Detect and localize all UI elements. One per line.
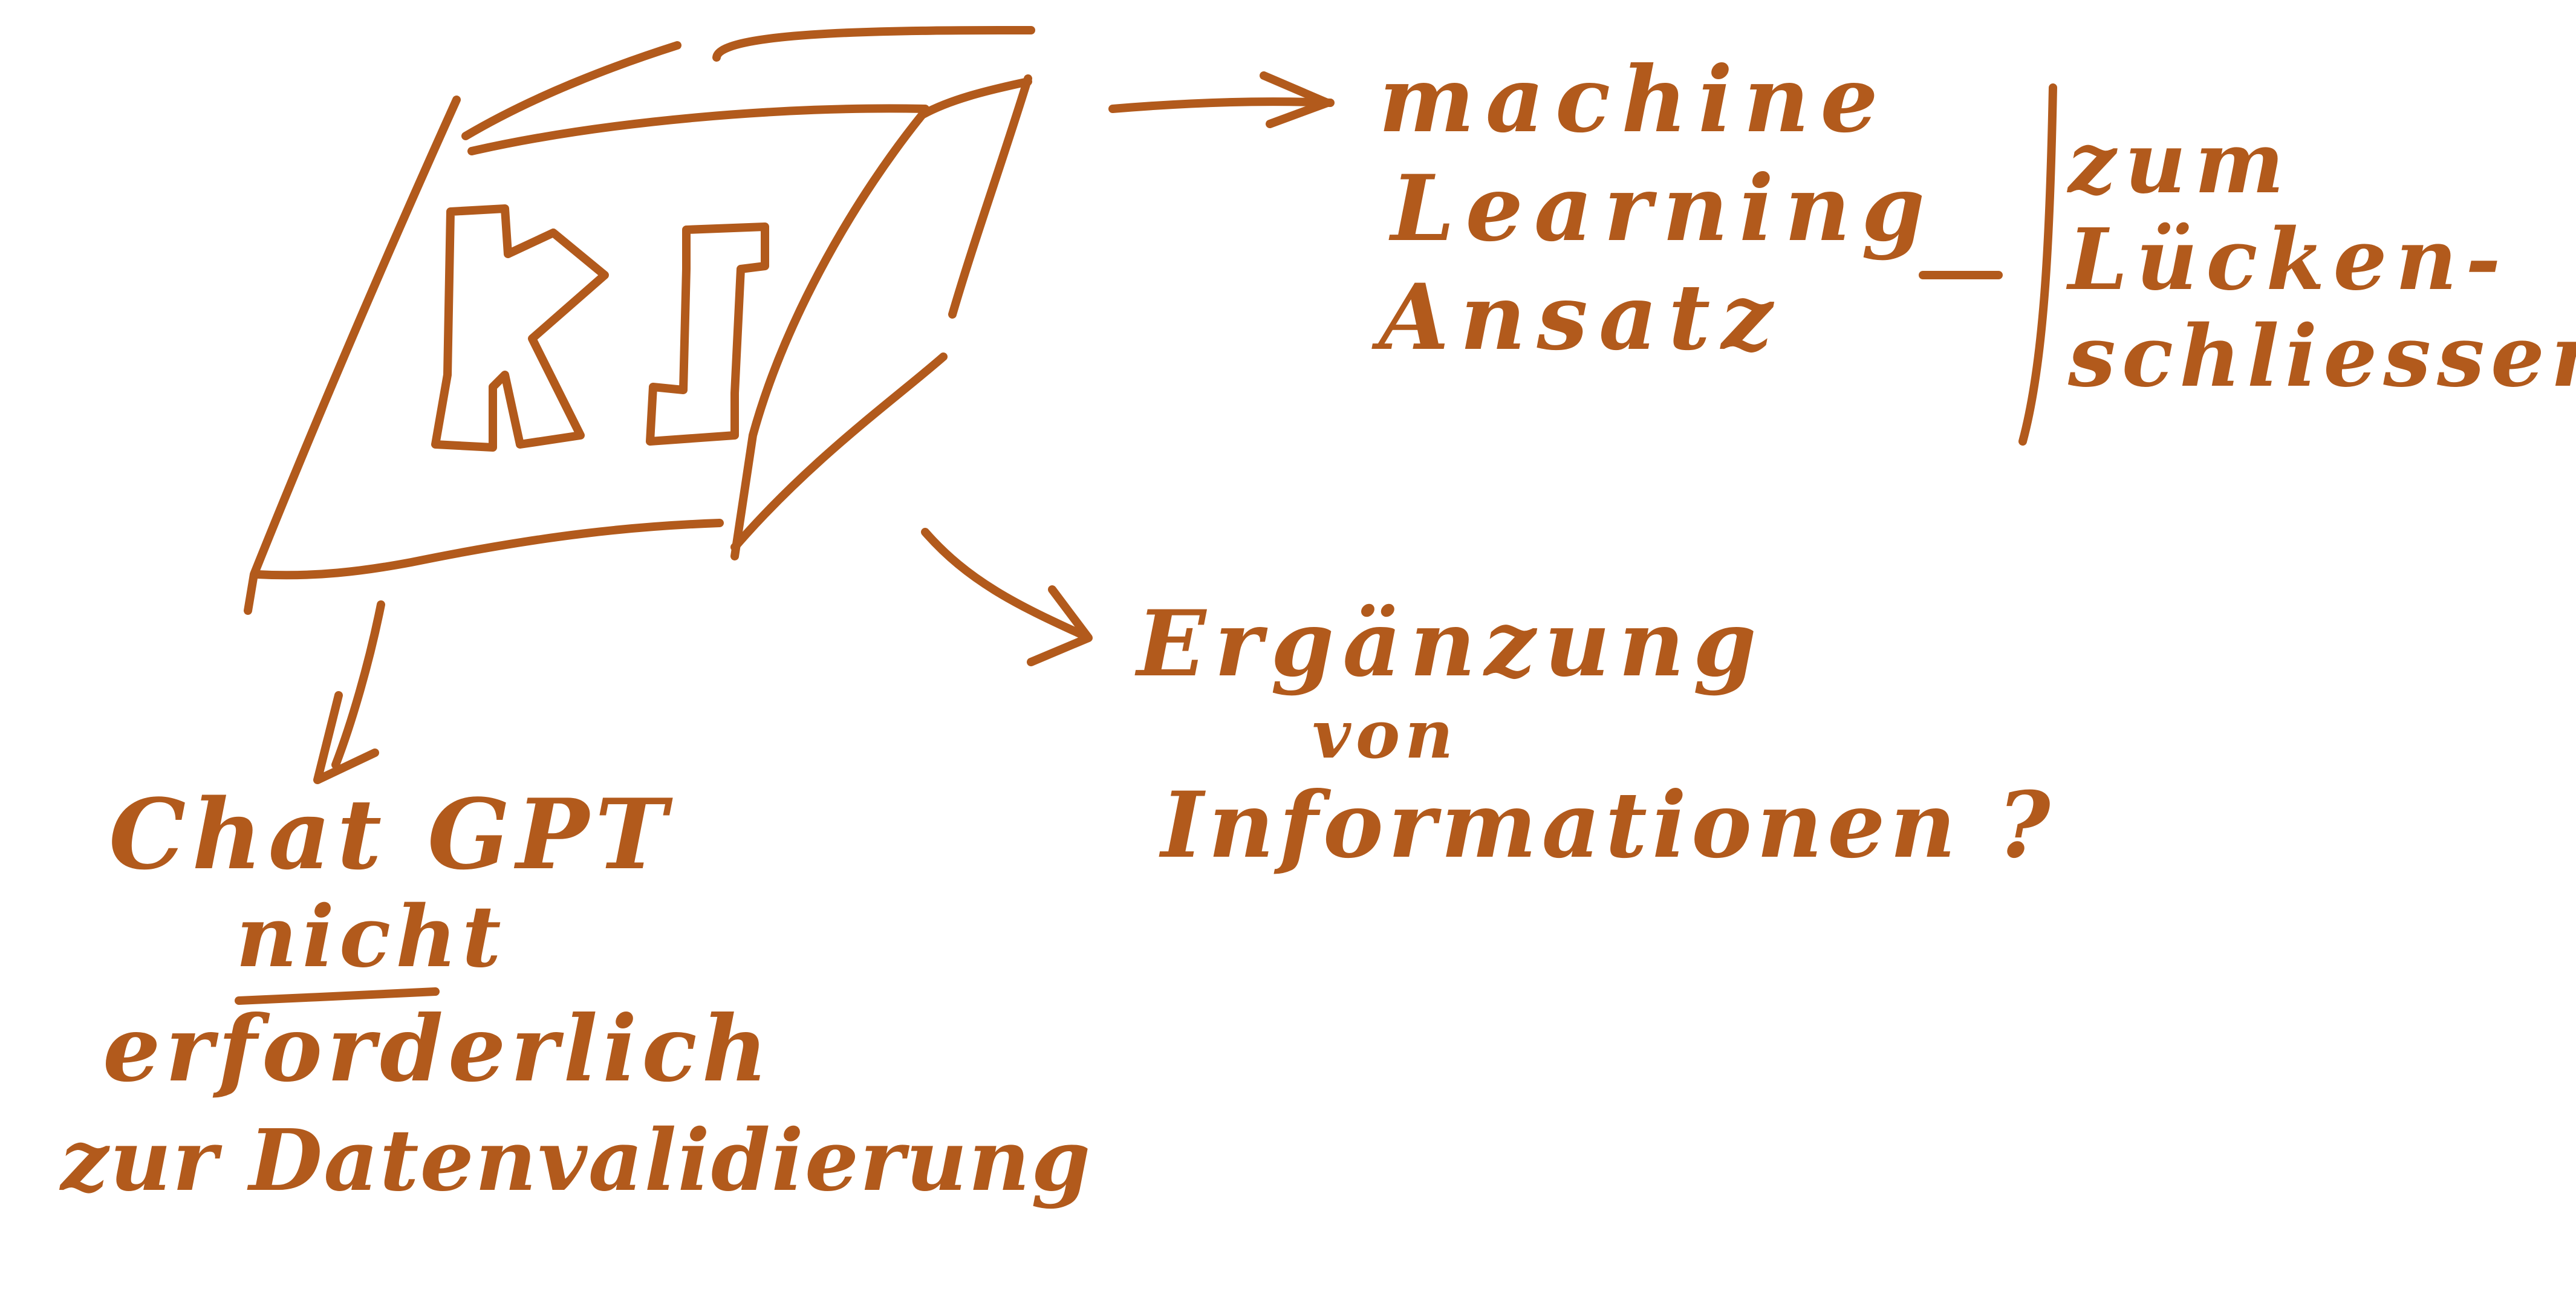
ml-line-1: machine (1379, 47, 1889, 153)
box-left-edge (244, 96, 461, 615)
box-far-bottom-edge (730, 352, 948, 551)
erganzung-line-3: Informationen ? (1161, 772, 2055, 878)
gap-line-2: Lücken- (2068, 210, 2509, 310)
chatgpt-line-2: nicht (236, 888, 506, 987)
gap-line-1: zum (2068, 114, 2293, 213)
branch-ml-text: machine Learning Ansatz (1379, 54, 1936, 363)
box-top-edge-outer-right (712, 26, 1035, 62)
ml-line-3: Ansatz (1379, 264, 1784, 371)
bracket-line (2018, 83, 2057, 446)
box-right-edge (730, 111, 926, 560)
box-far-right-edge (948, 74, 1032, 319)
box-bottom-edge (253, 519, 724, 580)
box-top-edge-outer-left (461, 41, 681, 140)
chatgpt-line-4: zur Datenvalidierung (60, 1111, 1092, 1210)
ml-line-2: Learning (1391, 155, 1936, 262)
arrow-to-erganzung-head (1027, 585, 1093, 666)
letter-k-outline (431, 204, 609, 452)
chatgpt-line-1: Chat GPT (109, 778, 673, 891)
underline-nicht (235, 987, 440, 1005)
gap-line-3: schliessen (2068, 307, 2576, 406)
erganzung-line-1: Ergänzung (1137, 591, 1765, 697)
box-top-edge-inner (467, 104, 929, 155)
arrow-to-chatgpt-head (313, 691, 379, 784)
branch-gap-filling-text: zum Lücken- schliessen (2068, 121, 2576, 399)
branch-erganzung-text: Ergänzung von Informationen ? (1137, 599, 2055, 871)
chatgpt-line-3: erforderlich (103, 996, 773, 1102)
arrow-to-ml (1108, 97, 1335, 113)
branch-chatgpt-text: Chat GPT nicht erforderlich zur Datenval… (60, 778, 1091, 1203)
box-right-corner (918, 77, 1032, 119)
arrow-to-ml-head (1260, 71, 1332, 128)
letter-i-outline (646, 222, 769, 446)
arrow-to-erganzung (921, 528, 1087, 639)
arrow-to-chatgpt (331, 600, 385, 769)
erganzung-line-2: von (1312, 695, 1459, 773)
